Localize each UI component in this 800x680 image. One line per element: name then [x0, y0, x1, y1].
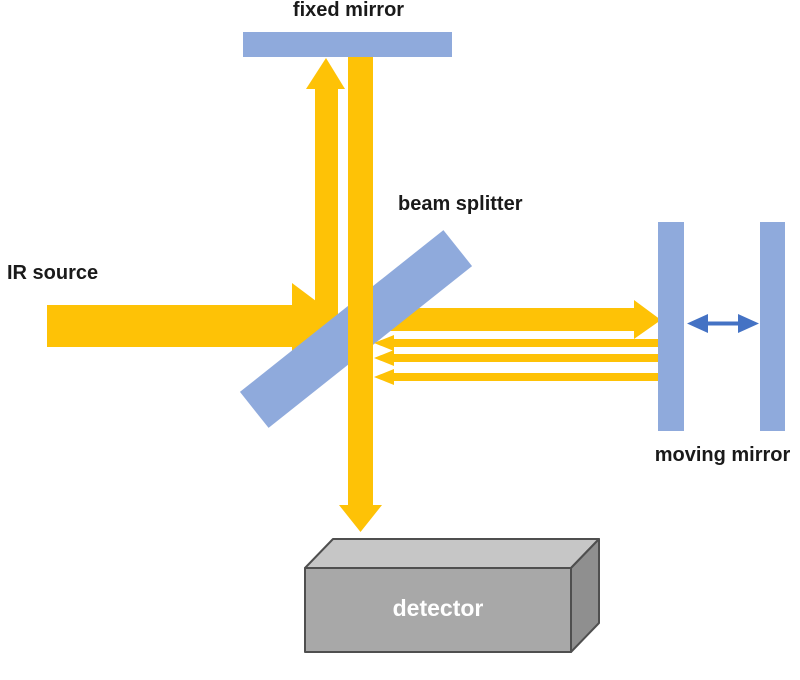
detector-box-front	[304, 567, 572, 653]
return-beam-arrow-3	[374, 369, 658, 385]
fixed-mirror-bar	[243, 32, 452, 57]
moving-mirror-bar-far	[760, 222, 785, 431]
moving-mirror-label: moving mirror	[654, 444, 791, 466]
mirror-travel-arrow-icon	[687, 314, 759, 333]
detector-label: detector	[392, 595, 484, 621]
up-beam-arrow	[306, 58, 345, 350]
down-beam-arrow	[339, 57, 382, 532]
return-beam-arrow-1	[374, 335, 658, 351]
ir-beam-arrow	[47, 283, 348, 367]
beam-splitter-label: beam splitter	[398, 193, 523, 215]
detector-box	[304, 538, 600, 653]
moving-mirror-bar-near	[658, 222, 684, 431]
right-beam-arrow	[360, 300, 661, 339]
return-beam-arrow-2	[374, 350, 658, 366]
fixed-mirror-label: fixed mirror	[292, 0, 405, 21]
ir-source-label: IR source	[7, 262, 99, 284]
detector-box-top	[304, 538, 600, 569]
